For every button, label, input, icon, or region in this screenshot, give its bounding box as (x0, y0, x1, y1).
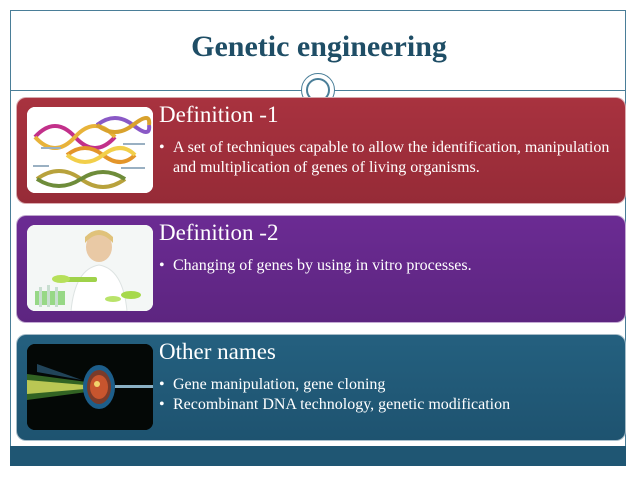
slide-title: Genetic engineering (191, 30, 447, 63)
bullet-item: Changing of genes by using in vitro proc… (159, 256, 619, 276)
bullet-item: Gene manipulation, gene cloning (159, 375, 619, 395)
cell-microinjection-photo (27, 344, 153, 430)
cell-microinjection-photo-icon (27, 344, 153, 430)
panel-definition-2: Definition -2 Changing of genes by using… (16, 215, 626, 323)
bullet-list: A set of techniques capable to allow the… (159, 138, 619, 178)
bullet-list: Changing of genes by using in vitro proc… (159, 256, 619, 276)
dna-strands-illustration (27, 107, 153, 193)
panel-heading: Other names (159, 339, 276, 364)
panel-other-names: Other names Gene manipulation, gene clon… (16, 334, 626, 441)
scientist-photo (27, 225, 153, 311)
bullet-item: Recombinant DNA technology, genetic modi… (159, 395, 619, 415)
dna-strands-illustration-icon (27, 107, 153, 193)
panel-heading: Definition -1 (159, 102, 279, 127)
scientist-photo-icon (27, 225, 153, 311)
footer-bar (10, 446, 626, 466)
bullet-list: Gene manipulation, gene cloning Recombin… (159, 375, 619, 415)
panel-definition-1: Definition -1 A set of techniques capabl… (16, 97, 626, 204)
bullet-item: A set of techniques capable to allow the… (159, 138, 619, 178)
panel-heading: Definition -2 (159, 220, 279, 245)
